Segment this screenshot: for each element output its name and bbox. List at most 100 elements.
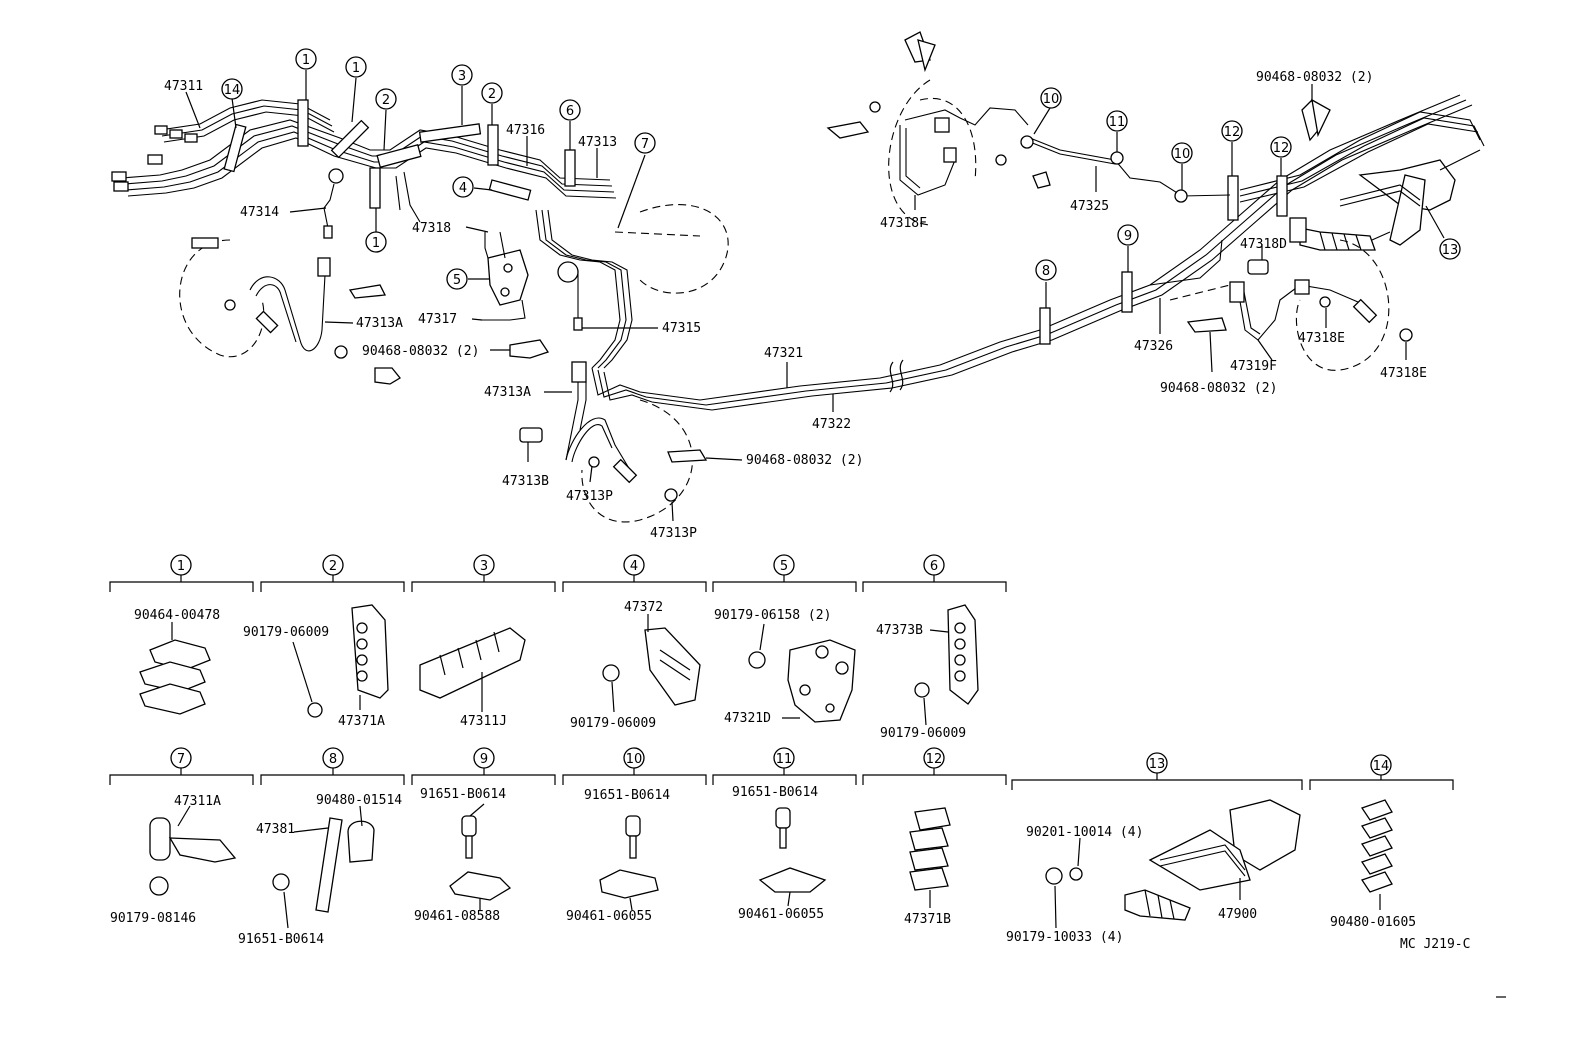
rear-right-assembly	[1186, 98, 1481, 371]
group-5-num: 5	[780, 559, 788, 574]
group-9-callout: 9	[473, 747, 495, 769]
label-47322: 47322	[812, 417, 851, 432]
group-7-callout: 7	[170, 747, 192, 769]
g8-part-2: 91651-B0614	[238, 932, 324, 947]
group-3-callout: 3	[473, 554, 495, 576]
callout-1a-text: 1	[302, 53, 310, 68]
g1-part-0: 90464-00478	[134, 608, 220, 623]
callout-13-text: 13	[1442, 243, 1459, 258]
callout-7: 7	[634, 132, 656, 154]
group-11-callout: 11	[773, 747, 795, 769]
g6-part-1: 90179-06009	[880, 726, 966, 741]
g10-part-0: 91651-B0614	[584, 788, 670, 803]
bracket-47381-drawing	[272, 805, 375, 929]
group-part-labels: 90464-00478 90179-06009 47371A 47311J 47…	[110, 600, 1416, 947]
callout-12a: 12	[1221, 120, 1243, 142]
label-47315: 47315	[662, 321, 701, 336]
label-47313A-mid: 47313A	[484, 385, 531, 400]
label-90468-topright: 90468-08032 (2)	[1256, 70, 1373, 85]
group-12-num: 12	[926, 752, 943, 767]
group-6-callout: 6	[923, 554, 945, 576]
callout-9: 9	[1117, 224, 1139, 246]
callout-10a-text: 10	[1043, 92, 1060, 107]
group-10-num: 10	[626, 752, 643, 767]
callout-2a-text: 2	[382, 93, 390, 108]
callout-10b: 10	[1171, 142, 1193, 164]
clamp-90480-01605-drawing	[1360, 799, 1393, 910]
callout-10a: 10	[1040, 87, 1062, 109]
g11-part-1: 90461-06055	[738, 907, 824, 922]
callout-1b: 1	[345, 56, 367, 78]
g13-part-0: 90201-10014 (4)	[1026, 825, 1143, 840]
group-12-callout: 12	[923, 747, 945, 769]
g5-part-0: 90179-06158 (2)	[714, 608, 831, 623]
label-47311: 47311	[164, 79, 203, 94]
callout-1c-text: 1	[372, 236, 380, 251]
g12-part-0: 47371B	[904, 912, 951, 927]
group-8-num: 8	[329, 752, 337, 767]
clip-90461-06055-b-drawing	[758, 807, 827, 907]
label-90468-right: 90468-08032 (2)	[1160, 381, 1277, 396]
group-14-callout: 14	[1370, 754, 1392, 776]
clip-90464-00478-drawing	[139, 622, 211, 715]
g7-part-0: 47311A	[174, 794, 221, 809]
label-47318: 47318	[412, 221, 451, 236]
callout-6-text: 6	[566, 104, 574, 119]
callout-14-text: 14	[224, 83, 241, 98]
group-1-callout: 1	[170, 554, 192, 576]
g5-part-1: 47321D	[724, 711, 771, 726]
callout-10b-text: 10	[1174, 147, 1191, 162]
g14-part-0: 90480-01605	[1330, 915, 1416, 930]
group-callouts: 1 2 3 4 5 6 7 8 9 10 11 12 13 14	[170, 554, 1392, 776]
group-2-callout: 2	[322, 554, 344, 576]
label-47313A-left: 47313A	[356, 316, 403, 331]
label-47318D: 47318D	[1240, 237, 1287, 252]
label-90468-left: 90468-08032 (2)	[362, 344, 479, 359]
part-drawings-row1	[139, 604, 979, 726]
g10-part-1: 90461-06055	[566, 909, 652, 924]
g11-part-0: 91651-B0614	[732, 785, 818, 800]
callout-5-text: 5	[453, 273, 461, 288]
group-7-num: 7	[177, 752, 185, 767]
label-47325: 47325	[1070, 199, 1109, 214]
callout-1b-text: 1	[352, 61, 360, 76]
group-2-num: 2	[329, 559, 337, 574]
callout-5: 5	[446, 268, 468, 290]
front-brake-tube-bundle	[111, 99, 729, 523]
callout-14: 14	[221, 78, 243, 100]
clamp-47371A-drawing	[292, 604, 389, 718]
g8-part-1: 90480-01514	[316, 793, 402, 808]
label-47318E-b: 47318E	[1380, 366, 1427, 381]
g9-part-0: 91651-B0614	[420, 787, 506, 802]
g4-part-0: 47372	[624, 600, 663, 615]
upper-labels: 47311 47316 47313 47314 47318 47313A 473…	[164, 70, 1427, 541]
callout-3: 3	[451, 64, 473, 86]
junction-47900-drawing	[1045, 799, 1301, 929]
main-rear-tubes	[591, 94, 1485, 411]
label-47319F: 47319F	[1230, 359, 1277, 374]
callout-1a: 1	[295, 48, 317, 70]
clamp-47311J-drawing	[419, 627, 526, 712]
callout-12b-text: 12	[1273, 141, 1290, 156]
g4-part-1: 90179-06009	[570, 716, 656, 731]
label-47314: 47314	[240, 205, 279, 220]
g9-part-1: 90461-08588	[414, 909, 500, 924]
callout-3-text: 3	[458, 69, 466, 84]
callout-11: 11	[1106, 110, 1128, 132]
valve-47321D-drawing	[748, 623, 856, 723]
clip-90461-06055-a-drawing	[599, 815, 659, 911]
label-47326: 47326	[1134, 339, 1173, 354]
group-1-num: 1	[177, 559, 185, 574]
group-4-num: 4	[630, 559, 638, 574]
group-3-num: 3	[480, 559, 488, 574]
g13-part-2: 47900	[1218, 907, 1257, 922]
callout-13: 13	[1439, 238, 1461, 260]
clamp-47371B-drawing	[909, 807, 951, 908]
callout-2b-text: 2	[488, 87, 496, 102]
clamp-47373B-drawing	[914, 604, 979, 726]
callout-2a: 2	[375, 88, 397, 110]
clip-90461-08588-drawing	[449, 803, 512, 910]
callout-11-text: 11	[1109, 115, 1126, 130]
callout-8-text: 8	[1042, 264, 1050, 279]
